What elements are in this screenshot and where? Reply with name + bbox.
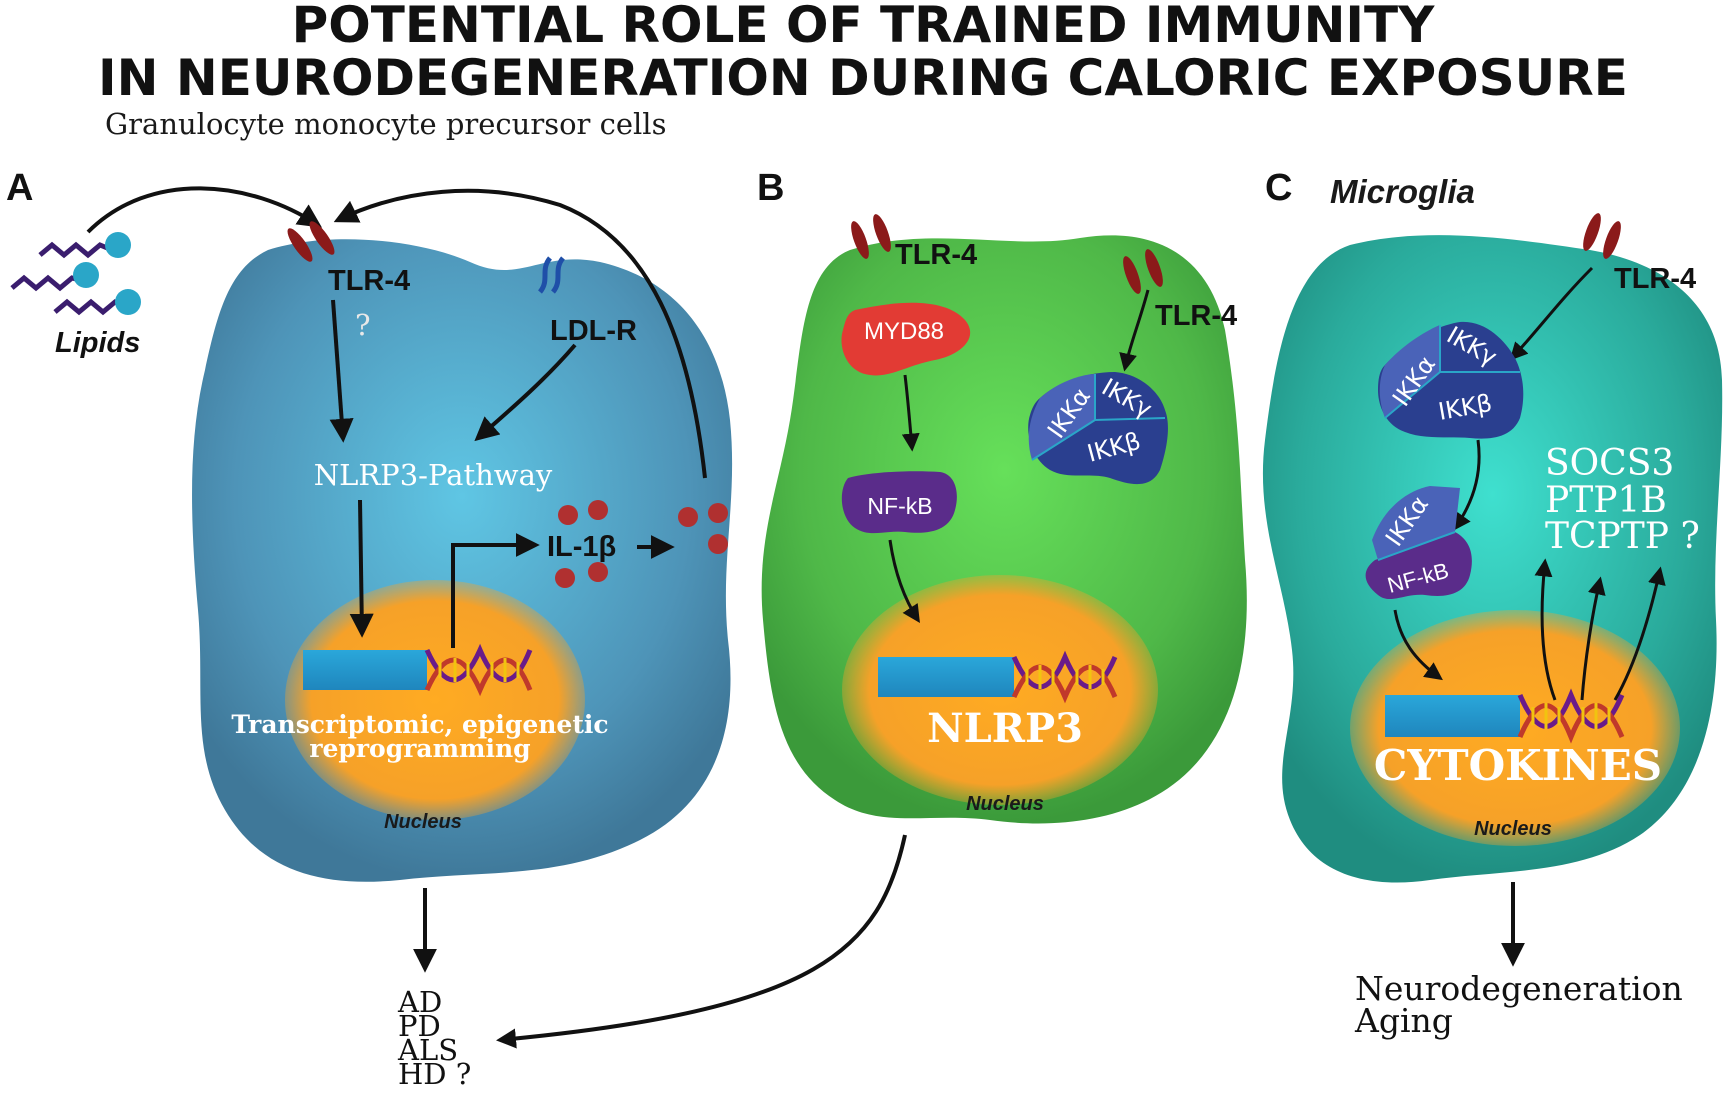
outcome-aging: Aging	[1354, 1001, 1453, 1040]
outcome-als: ALS	[397, 1033, 458, 1067]
lipids-label: Lipids	[55, 327, 140, 359]
panel-b-tlr4-left-label: TLR-4	[895, 239, 977, 271]
panel-c-tlr4-label: TLR-4	[1614, 263, 1696, 295]
socs3-label: SOCS3	[1545, 443, 1674, 484]
panel-a-nucleus-label: Nucleus	[384, 811, 462, 833]
panel-b-tlr4-right-label: TLR-4	[1155, 300, 1237, 332]
nlrp3-pathway-label: NLRP3-Pathway	[314, 458, 553, 492]
panel-b: B NLRP3 Nucleus TLR-4 MYD88 NF-kB	[496, 167, 1247, 1049]
arrow-b-to-outcomes	[496, 834, 907, 1049]
arrow-dna-to-tcptp	[1613, 566, 1666, 701]
myd88-shape	[841, 302, 971, 376]
panel-b-ikk-complex: IKKα IKKγ IKKβ	[1028, 372, 1168, 485]
ldlr-receptor-icon	[537, 256, 566, 294]
ptp1b-label: PTP1B	[1545, 480, 1667, 521]
arrow-dna-to-il1b	[451, 533, 540, 648]
tcptp-label: TCPTP ?	[1545, 516, 1700, 557]
outcomes-c: Neurodegeneration Aging	[1354, 969, 1683, 1040]
panel-b-gene-box	[878, 657, 1014, 697]
panel-a-gene-box	[303, 650, 427, 690]
outcome-pd: PD	[398, 1009, 441, 1043]
arrow-ikk-to-ikka-nfkb	[1452, 439, 1481, 531]
subtitle: Granulocyte monocyte precursor cells	[105, 107, 666, 141]
il1b-label: IL-1β	[547, 531, 616, 563]
arrow-c-tlr4-to-ikk	[1509, 266, 1594, 361]
panel-c-nucleus-label: Nucleus	[1474, 818, 1552, 840]
panel-a-nucleus	[285, 580, 585, 820]
arrow-pathway-to-nucleus	[349, 499, 374, 638]
ldlr-label: LDL-R	[550, 315, 637, 347]
outcome-neurodegeneration: Neurodegeneration	[1355, 969, 1683, 1008]
arrow-dna-to-ptp1b	[1580, 576, 1606, 701]
lipid-molecules-icon	[10, 232, 141, 316]
panel-c-name: Microglia	[1330, 173, 1475, 210]
arrow-ldlr-to-nlrp3	[474, 343, 577, 442]
arrow-myd88-to-nfkb	[901, 374, 920, 452]
panel-b-dna-icon	[1011, 650, 1118, 704]
arrow-dna-to-socs3	[1534, 558, 1557, 701]
panel-a-letter: A	[6, 167, 33, 209]
panel-a-tlr4-label: TLR-4	[328, 265, 410, 297]
panel-b-nucleus-label: Nucleus	[966, 793, 1044, 815]
myd88-label: MYD88	[864, 318, 944, 345]
title-line-1: POTENTIAL ROLE OF TRAINED IMMUNITY	[292, 0, 1436, 54]
outcome-ad: AD	[397, 985, 442, 1019]
arrow-tlr4-to-nlrp3	[329, 299, 354, 443]
arrow-c-nfkb-to-nucleus	[1393, 609, 1443, 681]
il1b-molecules-icon	[555, 500, 608, 588]
panel-b-tlr4-left-icon	[851, 214, 891, 259]
panel-c: C Microglia CYTOKINES Nucleus TLR-4 IKKα…	[1262, 167, 1723, 967]
panel-b-tlr4-right-icon	[1123, 249, 1163, 294]
panel-a: A Transcriptomic, epigenetic reprogrammi…	[6, 167, 733, 973]
arrow-il1b-feedback	[333, 188, 707, 479]
panel-c-dna-icon	[1517, 688, 1625, 744]
panel-b-nfkb-shape	[841, 471, 957, 534]
arrow-lipids-to-tlr4	[86, 186, 323, 234]
secreted-il1b-icon	[678, 503, 728, 554]
panel-a-dna-icon	[424, 643, 533, 697]
panel-c-tlr4-icon	[1583, 213, 1621, 259]
panel-c-ikk-complex: IKKα IKKγ IKKβ	[1378, 321, 1524, 439]
panel-c-letter: C	[1265, 167, 1292, 209]
title-line-2: IN NEURODEGENERATION DURING CALORIC EXPO…	[98, 49, 1628, 107]
arrow-tlr4-to-ikk	[1119, 289, 1150, 372]
panel-b-nlrp3-label: NLRP3	[927, 705, 1083, 752]
panel-a-tlr4-receptor-icon	[287, 221, 335, 262]
panel-a-reprog-line1: Transcriptomic, epigenetic	[231, 710, 608, 739]
cytokines-label: CYTOKINES	[1374, 741, 1662, 790]
outcome-hd: HD ?	[398, 1057, 471, 1091]
panel-c-gene-box	[1385, 695, 1520, 737]
panel-b-letter: B	[757, 167, 784, 209]
panel-a-reprog-line2: reprogramming	[309, 734, 530, 763]
panel-a-question-mark: ?	[355, 308, 371, 342]
panel-b-nfkb-label: NF-kB	[867, 493, 932, 519]
outcomes-ab: AD PD ALS HD ?	[397, 985, 471, 1091]
arrow-nfkb-to-nucleus	[888, 539, 920, 624]
